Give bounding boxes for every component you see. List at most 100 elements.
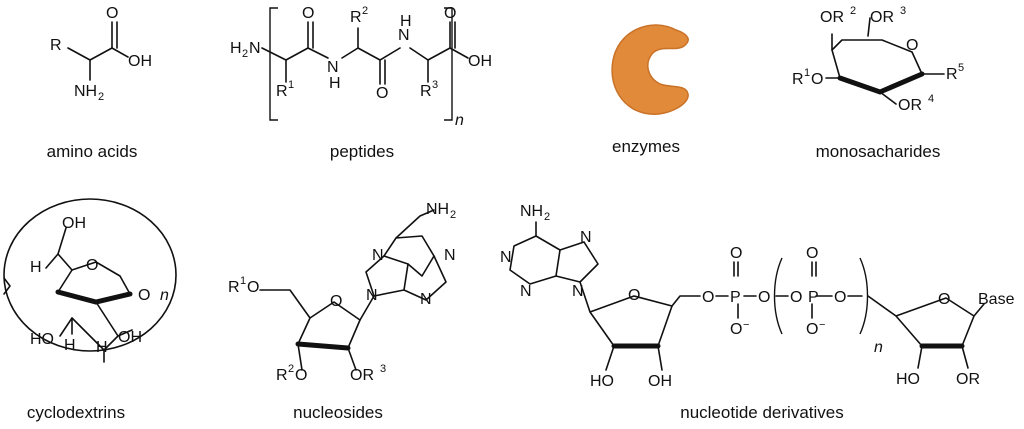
- nucleotide-bridge-o-2: O: [790, 289, 802, 306]
- amino-acid-nh-subscript: 2: [98, 91, 104, 103]
- cyclo-h-left: H: [30, 259, 42, 276]
- caption-enzymes: enzymes: [612, 137, 680, 156]
- nucleotide-o-5prime: O: [702, 289, 714, 306]
- nucleoside-nh2: NH: [426, 201, 449, 218]
- mono-or4-sup: 4: [928, 93, 934, 105]
- nucleoside-structure: NH 2 N N N N O R 1 O R 2 O OR 3 nucleosi…: [228, 201, 456, 422]
- nucleotide-p1: P: [730, 289, 741, 306]
- nucleotide-p2-o-minus: O: [806, 321, 818, 338]
- nucleotide-ring-o: O: [628, 287, 640, 304]
- peptide-n-label: N: [249, 40, 261, 57]
- caption-nucleotide-derivatives: nucleotide derivatives: [680, 403, 843, 422]
- nucleoside-ring-o: O: [330, 293, 342, 310]
- nucleotide-p1-o: O: [730, 245, 742, 262]
- monosaccharide-structure: OR 2 OR 3 O R 1 O OR 4 R 5 monosacharide…: [792, 5, 964, 161]
- nucleotide-ho: HO: [590, 373, 614, 390]
- mono-ring-o: O: [906, 37, 918, 54]
- nucleoside-r2-o: O: [295, 367, 307, 384]
- nucleotide-oh: OH: [648, 373, 672, 390]
- enzyme-shape: [611, 24, 689, 115]
- peptide-nh-1-h: H: [329, 75, 341, 92]
- caption-nucleosides: nucleosides: [293, 403, 383, 422]
- nucleoside-n9: N: [366, 287, 378, 304]
- caption-monosaccharides: monosacharides: [816, 142, 941, 161]
- nucleoside-r2-sup: 2: [288, 363, 294, 375]
- cyclo-oh-top: OH: [62, 215, 86, 232]
- nucleotide-nh2-sub: 2: [544, 211, 550, 223]
- amino-acid-oh-label: OH: [128, 53, 152, 70]
- nucleotide-p2-charge: −: [819, 319, 825, 331]
- mono-r1-o: O: [811, 71, 823, 88]
- nucleotide-repeat-n: n: [874, 339, 883, 356]
- mono-r5-sup: 5: [958, 62, 964, 74]
- peptide-oh-label: OH: [468, 53, 492, 70]
- nucleotide-base: Base: [978, 291, 1015, 308]
- cyclo-h-bottom-2: H: [96, 339, 108, 356]
- mono-r1-sup: 1: [804, 67, 810, 79]
- peptide-h-subscript: 2: [242, 48, 248, 60]
- nucleotide-p2: P: [808, 289, 819, 306]
- caption-peptides: peptides: [330, 142, 394, 161]
- amino-acid-carbonyl-o: O: [106, 5, 118, 22]
- cyclo-ring-o: O: [86, 257, 98, 274]
- nucleotide-n7: N: [580, 229, 592, 246]
- peptide-structure: H 2 N O N H R 2 O N H O OH R 1 R 3 n pep…: [230, 5, 492, 161]
- peptide-carbonyl-o-3: O: [444, 5, 456, 22]
- nucleotide-or: OR: [956, 371, 980, 388]
- nucleoside-nh2-sub: 2: [450, 209, 456, 221]
- caption-amino-acids: amino acids: [47, 142, 138, 161]
- nucleotide-p2-o: O: [806, 245, 818, 262]
- caption-cyclodextrins: cyclodextrins: [27, 403, 125, 422]
- peptide-repeat-n: n: [455, 112, 464, 129]
- peptide-nh-1-n: N: [327, 59, 339, 76]
- mono-or3-sup: 3: [900, 5, 906, 17]
- cyclo-ho-left: HO: [30, 331, 54, 348]
- mono-r5: R: [946, 66, 958, 83]
- nucleoside-n7: N: [372, 247, 384, 264]
- peptide-nh-2-n: N: [398, 27, 410, 44]
- cyclo-glycosidic-o: O: [138, 287, 150, 304]
- cyclodextrin-structure: OH H O O n OH HO H H cyclodextrins: [3, 198, 177, 422]
- nucleotide-ring-o-2: O: [938, 291, 950, 308]
- amino-acid-r-label: R: [50, 37, 62, 54]
- nucleoside-n1: N: [444, 247, 456, 264]
- amino-acid-nh-label: NH: [74, 83, 97, 100]
- peptide-h-label: H: [230, 40, 242, 57]
- nucleotide-structure: NH 2 N N N N O HO OH O P O O − O O P O O…: [500, 203, 1015, 422]
- nucleotide-nh2: NH: [520, 203, 543, 220]
- peptide-r1-sup: 1: [288, 79, 294, 91]
- mono-r1: R: [792, 71, 804, 88]
- peptide-nh-2-h: H: [400, 13, 412, 30]
- nucleoside-or3-sup: 3: [380, 363, 386, 375]
- peptide-r1: R: [276, 83, 288, 100]
- mono-or2-sup: 2: [850, 5, 856, 17]
- nucleotide-ho-2: HO: [896, 371, 920, 388]
- peptide-r2-sup: 2: [362, 5, 368, 17]
- amino-acid-structure: R O OH NH 2 amino acids: [47, 5, 152, 161]
- cyclo-h-bottom-1: H: [64, 337, 76, 354]
- nucleotide-n1: N: [500, 249, 512, 266]
- nucleoside-r1-sup: 1: [240, 275, 246, 287]
- nucleoside-r1-o: O: [247, 279, 259, 296]
- peptide-r3-sup: 3: [432, 79, 438, 91]
- cyclo-repeat-n: n: [160, 287, 169, 304]
- nucleotide-bridge-o-3: O: [834, 289, 846, 306]
- nucleoside-n3: N: [420, 291, 432, 308]
- peptide-r2: R: [350, 9, 362, 26]
- cyclo-oh-right: OH: [118, 329, 142, 346]
- peptide-carbonyl-o-1: O: [302, 5, 314, 22]
- peptide-r3: R: [420, 83, 432, 100]
- enzyme-illustration: enzymes: [611, 24, 689, 156]
- nucleotide-p1-o-minus: O: [730, 321, 742, 338]
- mono-or3: OR: [870, 9, 894, 26]
- nucleotide-n3: N: [520, 283, 532, 300]
- nucleotide-bridge-o-1: O: [758, 289, 770, 306]
- nucleotide-n9: N: [572, 283, 584, 300]
- nucleoside-r2: R: [276, 367, 288, 384]
- peptide-carbonyl-o-2: O: [376, 85, 388, 102]
- mono-or2-o: OR: [820, 9, 844, 26]
- nucleoside-r1: R: [228, 279, 240, 296]
- mono-or4: OR: [898, 97, 922, 114]
- nucleotide-p1-charge: −: [743, 319, 749, 331]
